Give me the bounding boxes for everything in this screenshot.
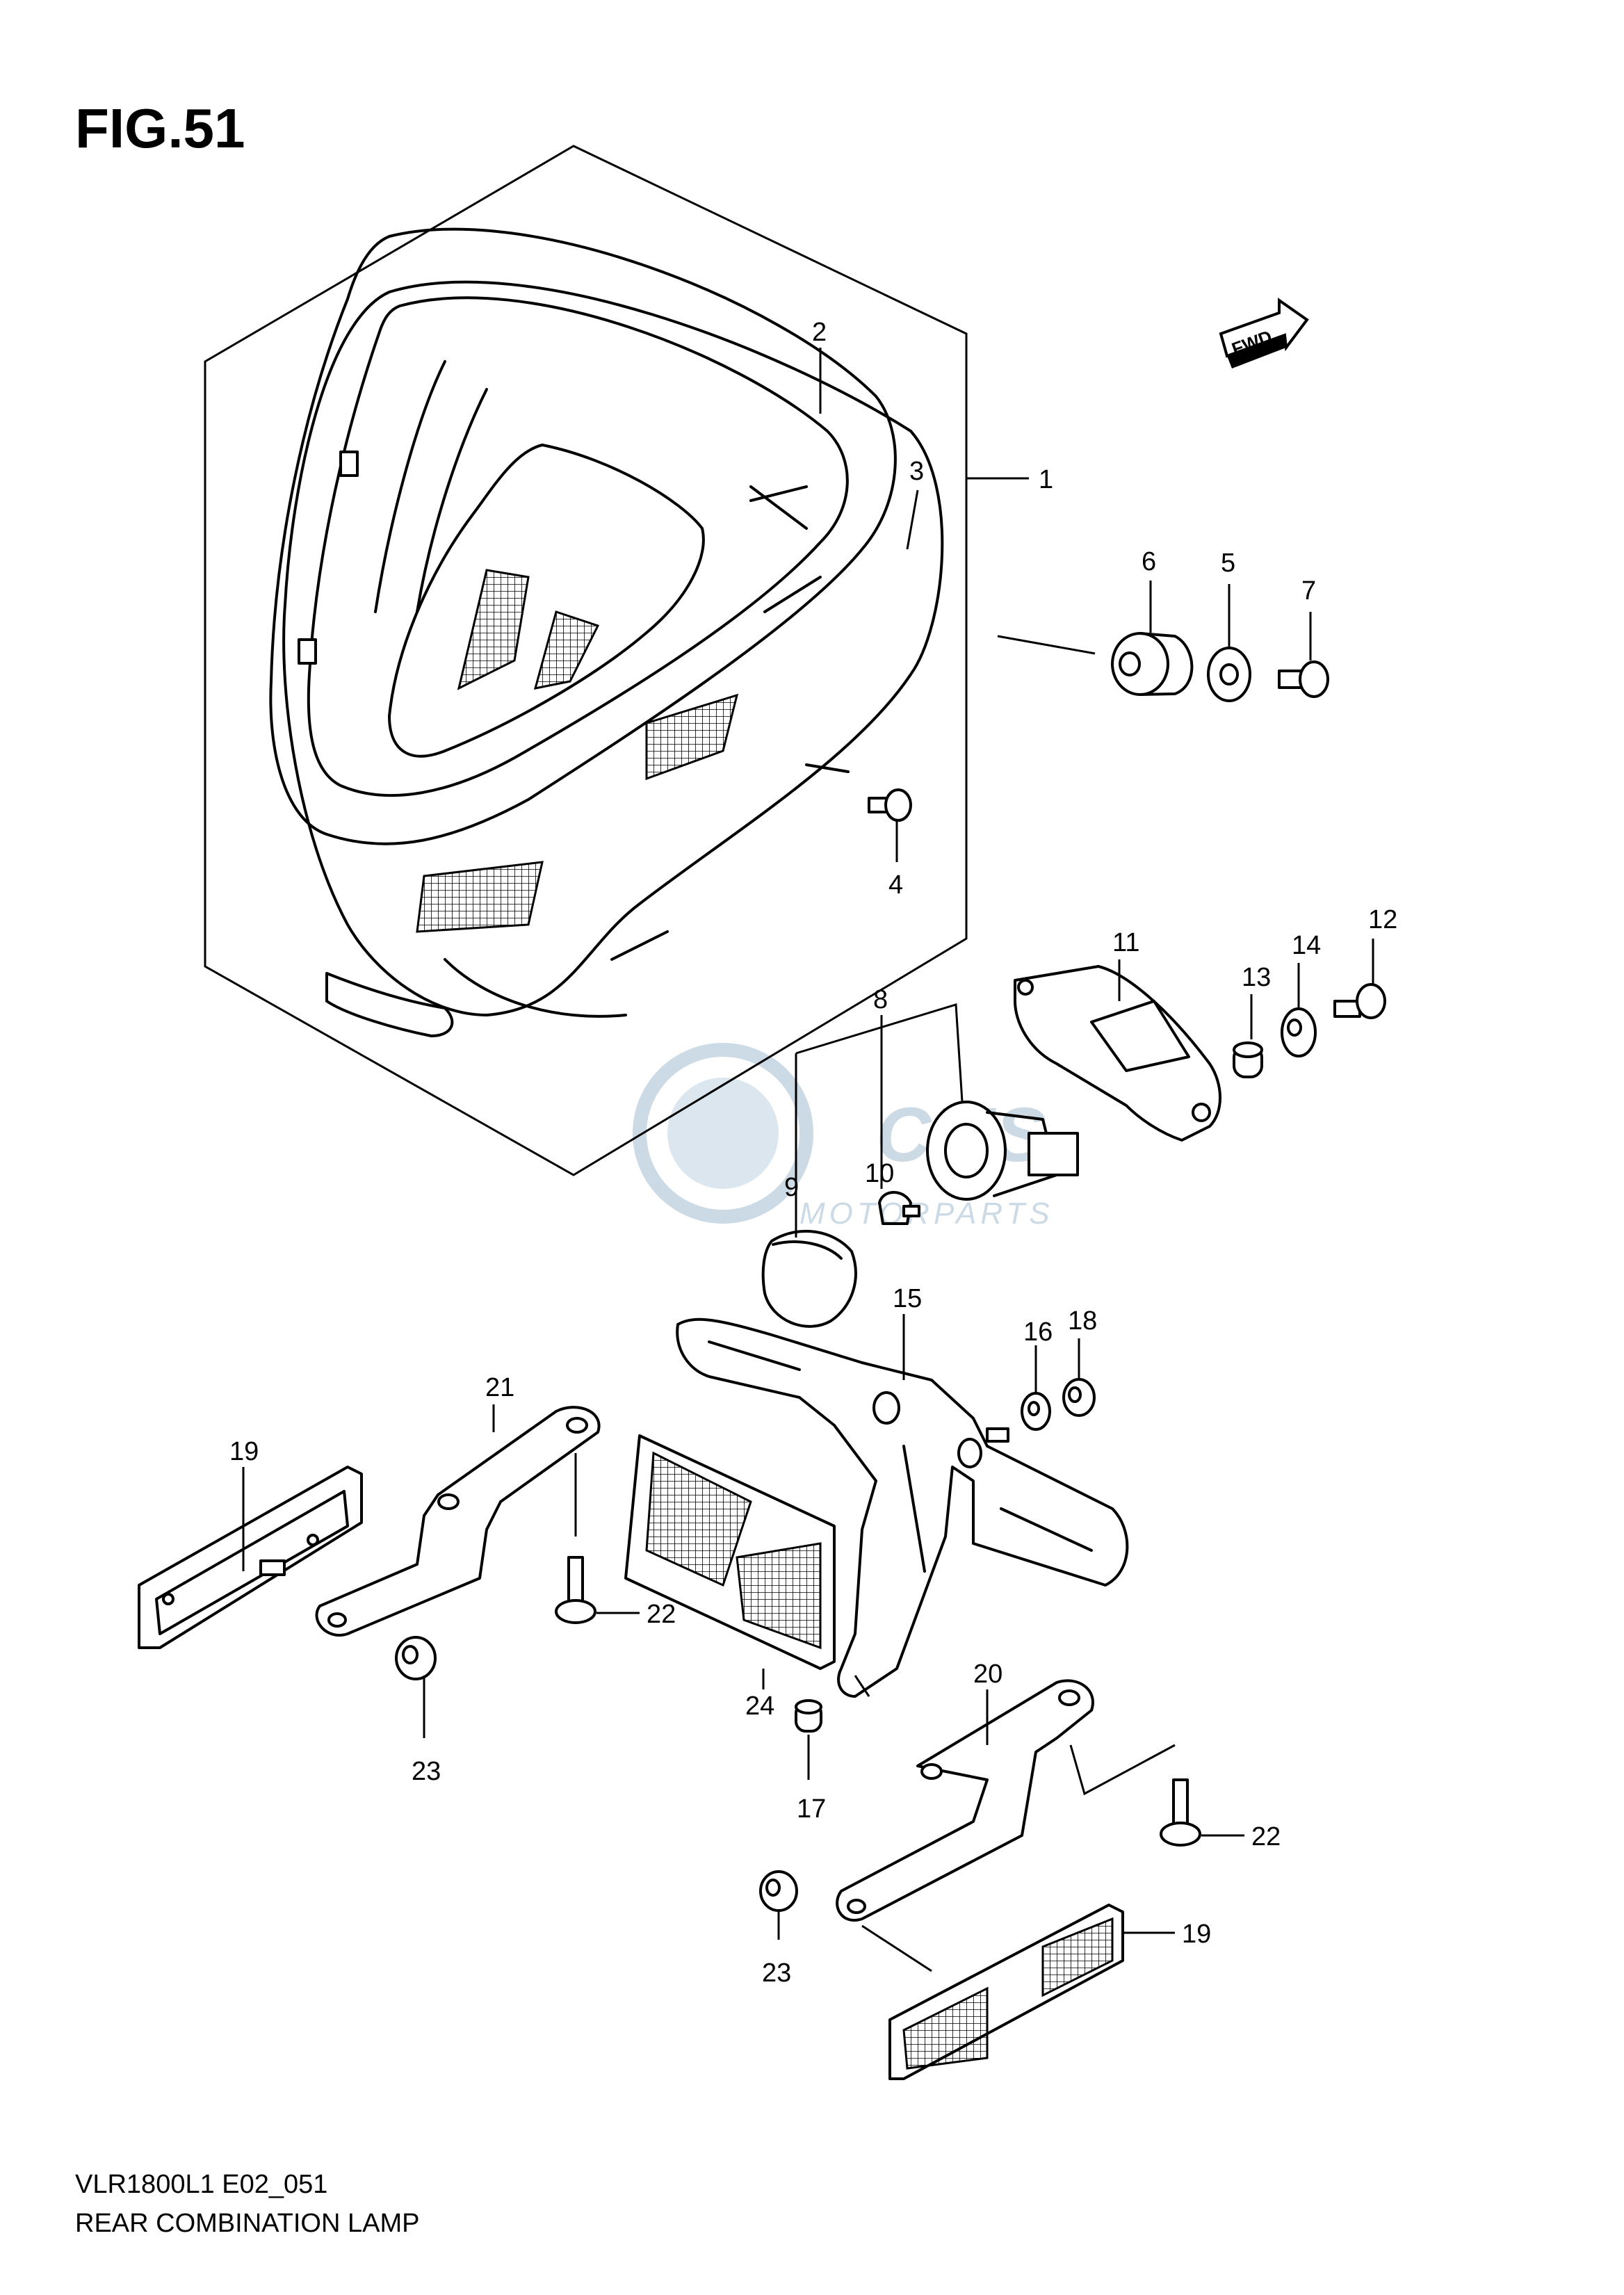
washer-part-14 xyxy=(1281,963,1317,1057)
reflector-part-24 xyxy=(624,1434,836,1689)
stay-part-21 xyxy=(315,1404,601,1637)
lamp-housing xyxy=(269,227,944,1037)
leader-3 xyxy=(906,489,919,550)
callout-12: 12 xyxy=(1368,905,1397,934)
callout-2: 2 xyxy=(812,318,827,347)
callout-11: 11 xyxy=(1112,928,1139,957)
washer-part-16 xyxy=(1021,1345,1051,1431)
diagram-code: VLR1800L1 E02_051 xyxy=(75,2170,327,2199)
reflector-part-19-right xyxy=(861,1904,1175,2080)
spacer-part-13 xyxy=(1233,994,1263,1078)
assembly-boundary xyxy=(204,145,968,1176)
figure-title: FIG.51 xyxy=(75,97,245,159)
screw-part-4 xyxy=(868,788,912,862)
callout-20: 20 xyxy=(973,1660,1002,1689)
diagram-caption: REAR COMBINATION LAMP xyxy=(75,2209,419,2238)
callout-7: 7 xyxy=(1301,576,1316,606)
bracket-part-15 xyxy=(676,1314,1129,1698)
callout-3: 3 xyxy=(909,457,924,486)
reflector-part-19-left xyxy=(138,1466,363,1649)
callout-5: 5 xyxy=(1221,549,1235,578)
washer-part-5 xyxy=(1207,584,1251,702)
callout-15: 15 xyxy=(893,1284,922,1313)
callout-22-left: 22 xyxy=(647,1600,676,1629)
callout-24: 24 xyxy=(745,1692,774,1721)
callout-1: 1 xyxy=(1039,465,1053,494)
callout-18: 18 xyxy=(1068,1306,1097,1336)
bolt-part-22-right xyxy=(1160,1778,1244,1847)
callout-8: 8 xyxy=(873,985,888,1014)
callout-13: 13 xyxy=(1242,963,1271,992)
callout-19-right: 19 xyxy=(1182,1920,1211,1949)
screw-part-12 xyxy=(1333,939,1386,1019)
bolt-part-22-left xyxy=(555,1556,640,1624)
callout-21: 21 xyxy=(485,1373,514,1402)
bracket-part-11 xyxy=(1014,959,1221,1142)
callout-4: 4 xyxy=(888,870,903,900)
fwd-arrow-icon: FWD xyxy=(1219,298,1309,368)
callout-23-left: 23 xyxy=(412,1757,441,1786)
callout-17: 17 xyxy=(797,1794,826,1824)
stay-part-20 xyxy=(836,1679,1176,1922)
screw-part-7 xyxy=(1278,612,1329,698)
nut-part-23-right xyxy=(759,1870,798,1940)
grommet-part-6 xyxy=(997,581,1194,696)
callout-14: 14 xyxy=(1292,931,1321,960)
watermark-sub: MOTORPARTS xyxy=(799,1197,1054,1231)
callout-10: 10 xyxy=(865,1159,894,1188)
lamp-socket-group xyxy=(761,1003,1079,1328)
callout-22-right: 22 xyxy=(1251,1822,1281,1851)
callout-6: 6 xyxy=(1142,547,1156,576)
watermark: MOTORPARTS CMS xyxy=(633,1043,1054,1231)
nut-part-18 xyxy=(1062,1338,1096,1417)
plug-part-17 xyxy=(795,1699,822,1780)
callout-9: 9 xyxy=(784,1173,799,1202)
callout-23-right: 23 xyxy=(762,1959,791,1988)
nut-part-23-left xyxy=(395,1636,437,1738)
callout-16: 16 xyxy=(1023,1317,1053,1347)
callout-19-left: 19 xyxy=(229,1437,259,1466)
